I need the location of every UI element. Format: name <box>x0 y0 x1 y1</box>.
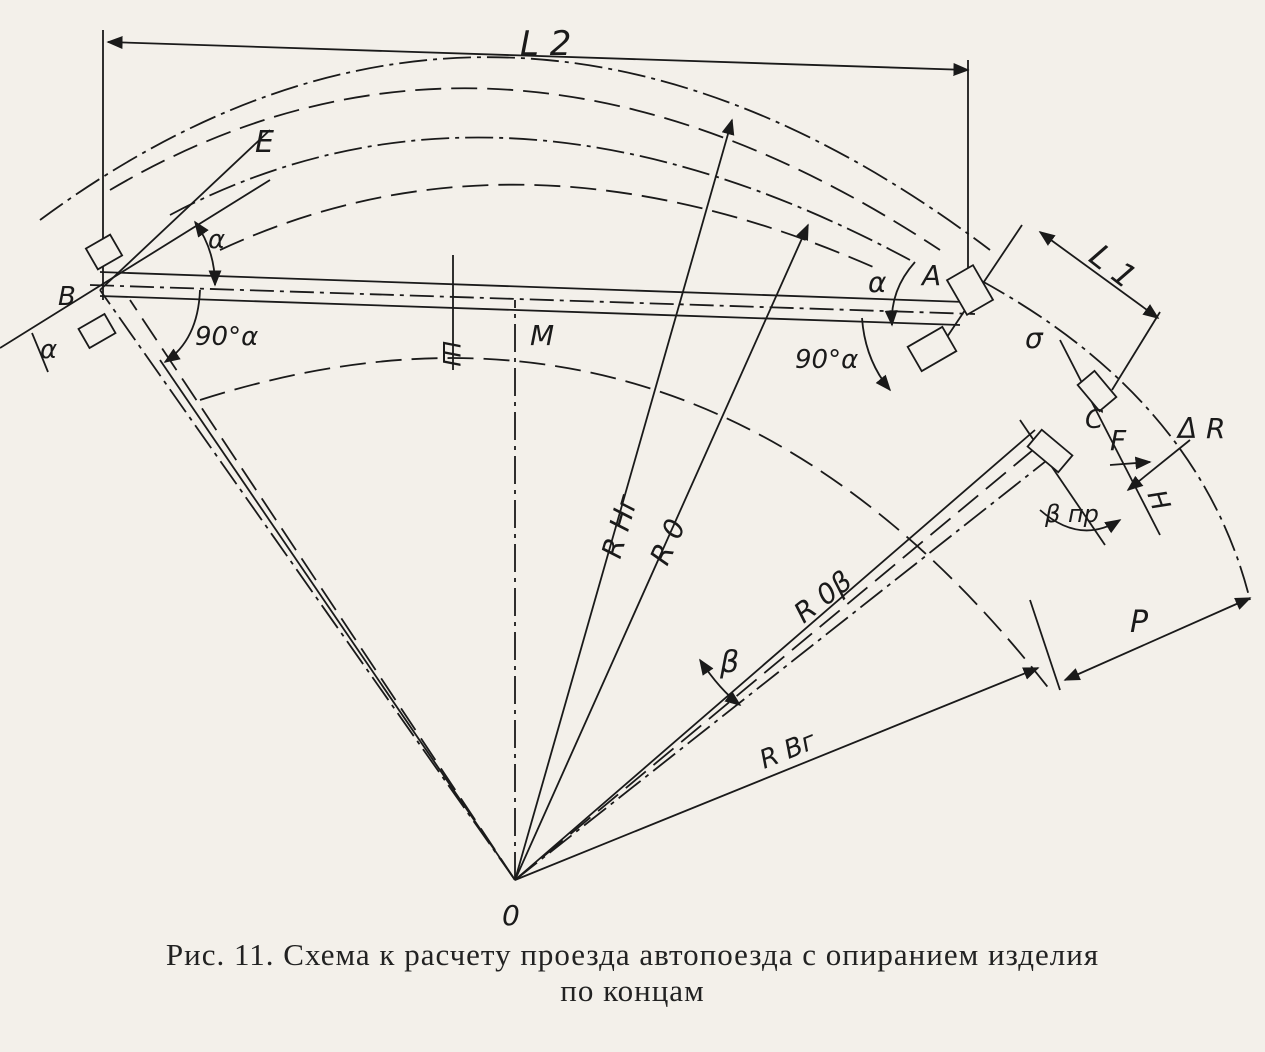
label-alpha-right: α <box>868 266 887 299</box>
angle-90-left <box>163 289 201 363</box>
wheel-right-1 <box>1076 369 1118 413</box>
label-m: M <box>530 319 554 352</box>
arc-outer-2 <box>109 87 941 251</box>
label-l2: L 2 <box>520 24 571 64</box>
label-beta: β <box>719 645 739 680</box>
line-e <box>99 129 271 291</box>
angle-beta <box>699 658 742 706</box>
beam-axis <box>89 284 976 315</box>
l1-ext-2 <box>1111 311 1161 391</box>
radius-r-0b-3 <box>514 429 1036 881</box>
beam-bottom <box>99 295 961 326</box>
angle-alpha-top <box>194 220 222 287</box>
arc-outer-right <box>979 279 1251 601</box>
radius-r-0b-1 <box>514 449 1061 881</box>
label-b: B <box>58 282 76 312</box>
wheel-a-top <box>945 263 995 317</box>
label-angle-right: 90°α <box>795 345 858 375</box>
label-alpha-left: α <box>40 335 57 365</box>
arc-outer-1 <box>39 56 991 251</box>
label-angle-left: 90°α <box>195 322 258 352</box>
dimension-l2-line <box>106 35 970 77</box>
wheel-b-top <box>84 233 124 271</box>
dimension-p <box>1063 597 1252 681</box>
label-a: A <box>920 259 941 292</box>
label-sh: Ш <box>437 341 465 367</box>
radius-left-2 <box>129 299 516 881</box>
label-sigma: σ <box>1025 322 1044 355</box>
p-ext <box>1029 599 1061 691</box>
radius-r-0 <box>514 223 809 881</box>
line-left-axle <box>0 179 271 349</box>
beam-top <box>99 271 966 303</box>
dimension-l1-line <box>1038 231 1160 319</box>
label-delta-r: Δ R <box>1176 412 1226 445</box>
label-r-0b: R 0β <box>787 564 858 630</box>
figure-caption-line-2: по концам <box>560 973 705 1008</box>
label-e: E <box>255 125 274 160</box>
right-tangent-1 <box>1059 339 1161 536</box>
label-r-bg: R Вг <box>755 726 820 776</box>
arc-outer-4 <box>219 183 881 271</box>
radius-r-hg <box>514 118 735 881</box>
dim-f <box>1109 456 1152 470</box>
arc-outer-3 <box>169 136 911 261</box>
radius-left-3 <box>159 359 516 881</box>
label-h: H <box>1141 486 1176 515</box>
figure-caption-line-1: Рис. 11. Схема к расчету проезда автопое… <box>165 937 1100 972</box>
dim-delta-r <box>1126 439 1191 492</box>
label-r-0: R 0 <box>643 514 692 570</box>
label-c: С <box>1085 405 1104 435</box>
label-l1: L 1 <box>1082 237 1144 297</box>
label-alpha-top: α <box>208 225 225 255</box>
radius-left-1 <box>99 289 516 881</box>
angle-90-right <box>861 317 892 392</box>
radius-r-bg <box>514 667 1040 881</box>
label-f: F <box>1110 424 1127 457</box>
wheel-a-bottom <box>906 325 958 373</box>
label-beta-pr: β пр <box>1044 500 1099 528</box>
label-p: P <box>1130 605 1149 640</box>
label-o: 0 <box>502 899 520 932</box>
radius-r-0b-2 <box>514 439 1046 881</box>
angle-beta-pr <box>1039 509 1122 534</box>
wheel-b-bottom <box>77 312 117 350</box>
angle-alpha-right <box>884 261 916 327</box>
wheel-right-2 <box>1026 428 1074 474</box>
label-r-hg: R Hг <box>595 491 644 562</box>
angle-alpha-left <box>31 332 49 373</box>
arc-inner <box>199 357 1051 691</box>
